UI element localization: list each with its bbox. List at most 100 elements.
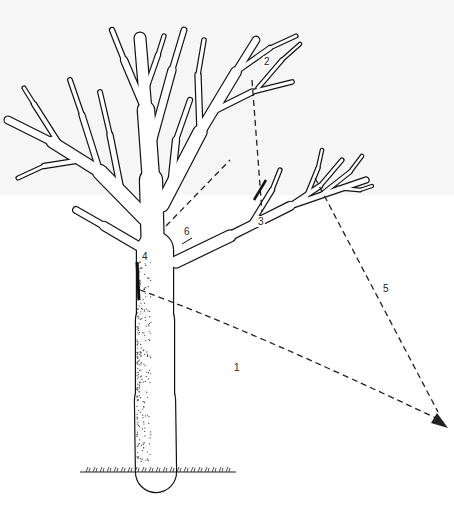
- bark-stipple: [144, 287, 145, 288]
- bark-stipple: [137, 341, 138, 342]
- bark-stipple: [140, 351, 141, 352]
- bark-stipple: [138, 425, 139, 426]
- branch-fill: [176, 236, 230, 262]
- bark-stipple: [137, 312, 138, 313]
- grass: [198, 467, 202, 472]
- arrowhead: [431, 413, 448, 428]
- bark-stipple: [137, 344, 138, 345]
- bark-stipple: [139, 364, 140, 365]
- background: [0, 0, 454, 195]
- bark-stipple: [142, 299, 143, 300]
- bark-stipple: [139, 382, 140, 383]
- branch-outline: [104, 226, 138, 246]
- bark-stipple: [150, 373, 151, 374]
- bark-stipple: [137, 396, 138, 397]
- bark-stipple: [148, 339, 149, 340]
- branch-fill: [170, 140, 176, 196]
- bark-stipple: [137, 389, 138, 390]
- bark-stipple: [144, 354, 145, 355]
- grass: [135, 467, 139, 472]
- bark-stipple: [150, 437, 151, 438]
- bark-stipple: [137, 308, 138, 309]
- bark-stipple: [143, 406, 144, 407]
- branch-fill: [172, 30, 184, 70]
- bark-stipple: [149, 370, 150, 371]
- bark-stipple: [139, 370, 140, 371]
- bark-stipple: [139, 443, 140, 444]
- bark-stipple: [138, 410, 139, 411]
- bark-stipple: [143, 332, 144, 333]
- bark-stipple: [150, 454, 151, 455]
- grass: [86, 467, 90, 472]
- bark-stipple: [136, 326, 137, 327]
- bark-stipple: [137, 352, 138, 353]
- bark-stipple: [137, 423, 138, 424]
- bark-stipple: [141, 352, 142, 353]
- bark-stipple: [149, 340, 150, 341]
- bark-stipple: [147, 414, 148, 415]
- bark-stipple: [145, 459, 146, 460]
- bark-stipple: [145, 265, 146, 266]
- bark-stipple: [140, 369, 141, 370]
- bark-stipple: [146, 351, 147, 352]
- bark-stipple: [141, 308, 142, 309]
- bark-stipple: [139, 391, 140, 392]
- bark-stipple: [136, 417, 137, 418]
- bark-stipple: [136, 355, 137, 356]
- bark-stipple: [137, 354, 138, 355]
- grass: [177, 467, 181, 472]
- bark-stipple: [137, 434, 138, 435]
- bark-stipple: [137, 364, 138, 365]
- branch-fill: [18, 166, 44, 178]
- grass: [149, 467, 153, 472]
- bark-stipple: [146, 392, 147, 393]
- bark-stipple: [137, 384, 138, 385]
- bark-stipple: [137, 446, 138, 447]
- branch-outline: [290, 180, 366, 206]
- bark-stipple: [140, 280, 141, 281]
- bark-stipple: [143, 349, 144, 350]
- bark-stipple: [145, 296, 146, 297]
- bark-stipple: [144, 427, 145, 428]
- bark-stipple: [140, 397, 141, 398]
- bark-stipple: [144, 365, 145, 366]
- bark-stipple: [137, 327, 138, 328]
- bark-stipple: [148, 372, 149, 373]
- bark-stipple: [137, 387, 138, 388]
- bark-stipple: [144, 431, 145, 432]
- bark-stipple: [148, 416, 149, 417]
- bark-stipple: [145, 320, 146, 321]
- bark-stipple: [145, 340, 146, 341]
- bark-stipple: [149, 331, 150, 332]
- bark-stipple: [136, 352, 137, 353]
- branch-outline: [282, 44, 300, 60]
- cut-mark: [254, 180, 266, 200]
- branch-fill: [76, 210, 104, 226]
- bark-stipple: [138, 316, 139, 317]
- bark-stipple: [138, 323, 139, 324]
- bark-stipple: [143, 444, 144, 445]
- branch-outline: [350, 156, 362, 172]
- bark-stipple: [147, 354, 148, 355]
- bark-stipple: [139, 359, 140, 360]
- bark-stipple: [141, 347, 142, 348]
- bark-stipple: [144, 335, 145, 336]
- bark-stipple: [137, 362, 138, 363]
- bark-stipple: [143, 423, 144, 424]
- branch-outline: [112, 30, 124, 60]
- bark-stipple: [142, 415, 143, 416]
- bark-stipple: [140, 412, 141, 413]
- branch-outline: [162, 132, 200, 205]
- branch-outline: [198, 75, 200, 132]
- callout-number: 4: [141, 251, 149, 262]
- branch-fill: [104, 226, 138, 246]
- branch-fill: [236, 48, 270, 72]
- grass: [114, 467, 118, 472]
- branch-fill: [150, 70, 172, 150]
- bark-stipple: [141, 375, 142, 376]
- bark-stipple: [143, 401, 144, 402]
- bark-stipple: [136, 456, 137, 457]
- cut-line: [166, 160, 230, 226]
- bark-stipple: [137, 400, 138, 401]
- bark-stipple: [136, 436, 137, 437]
